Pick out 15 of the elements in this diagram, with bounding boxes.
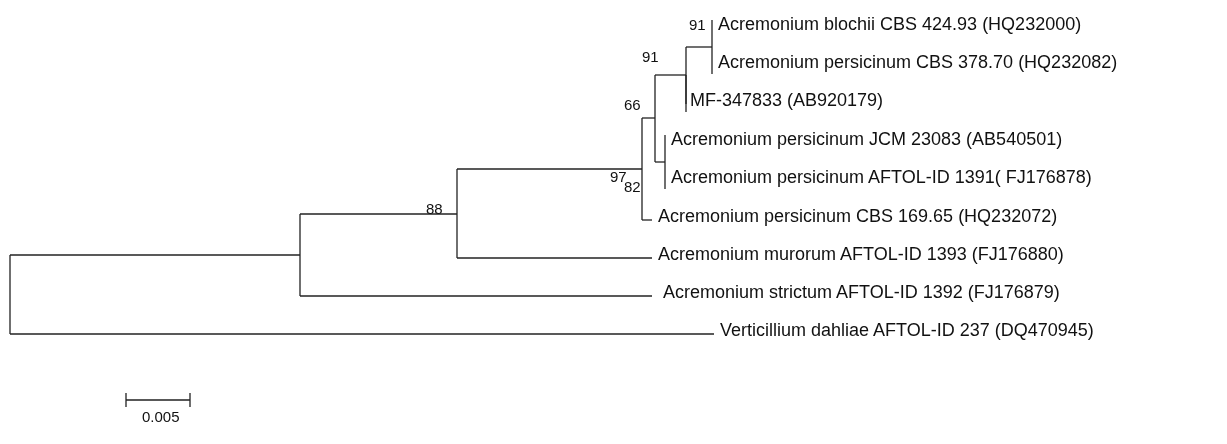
taxon-label: Acremonium strictum AFTOL-ID 1392 (FJ176879) [663,282,1060,301]
taxon-label: Acremonium blochii CBS 424.93 (HQ232000) [718,14,1082,33]
bootstrap-value: 66 [624,96,641,112]
taxon-label: Acremonium persicinum CBS 378.70 (HQ232082) [718,52,1118,71]
taxon-label: MF-347833 (AB920179) [690,90,884,109]
taxon-label: Acremonium murorum AFTOL-ID 1393 (FJ176880) [658,244,1064,263]
taxon-label: Acremonium persicinum JCM 23083 (AB540501) [671,129,1063,148]
scale-bar-value: 0.005 [142,408,180,424]
taxon-label: Verticillium dahliae AFTOL-ID 237 (DQ470945) [720,320,1094,339]
bootstrap-value: 82 [624,178,641,194]
bootstrap-value: 91 [689,16,706,32]
taxon-label: Acremonium persicinum CBS 169.65 (HQ232072) [658,206,1058,225]
bootstrap-value: 88 [426,200,443,216]
taxon-label: Acremonium persicinum AFTOL-ID 1391( FJ176878) [671,167,1092,186]
bootstrap-value: 91 [642,48,659,64]
